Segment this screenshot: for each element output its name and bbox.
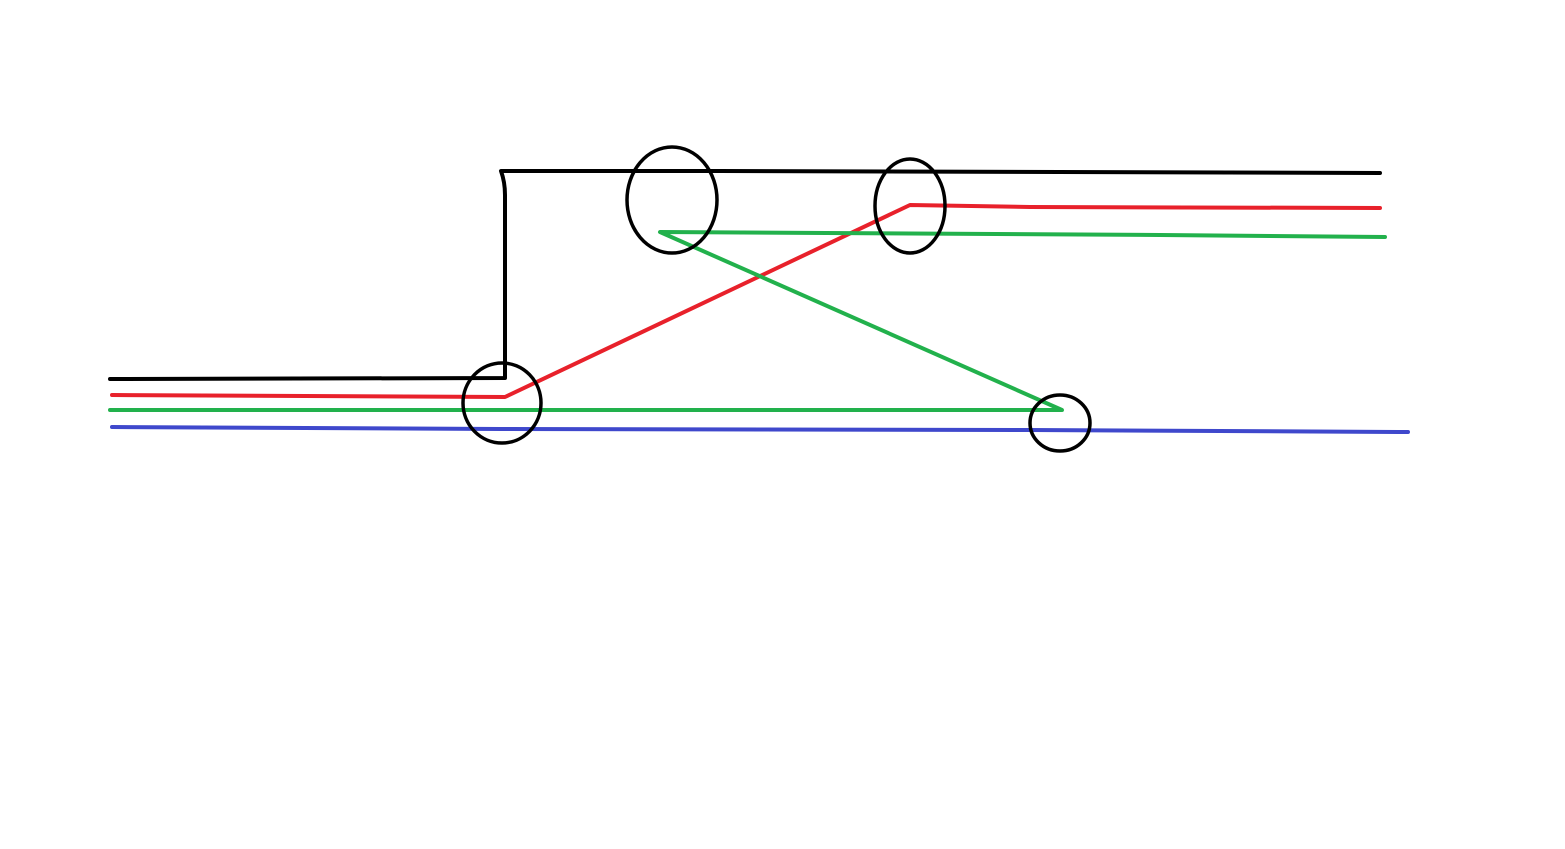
junction-circle-top-left [625,145,719,255]
black-wire [108,169,1382,381]
blue-wire [110,425,1410,434]
junction-circle-left [461,361,543,445]
green-wire [108,230,1387,412]
junction-circle-bottom-right [1028,393,1092,453]
red-wire [110,203,1382,399]
junction-circle-top-right [873,157,947,255]
